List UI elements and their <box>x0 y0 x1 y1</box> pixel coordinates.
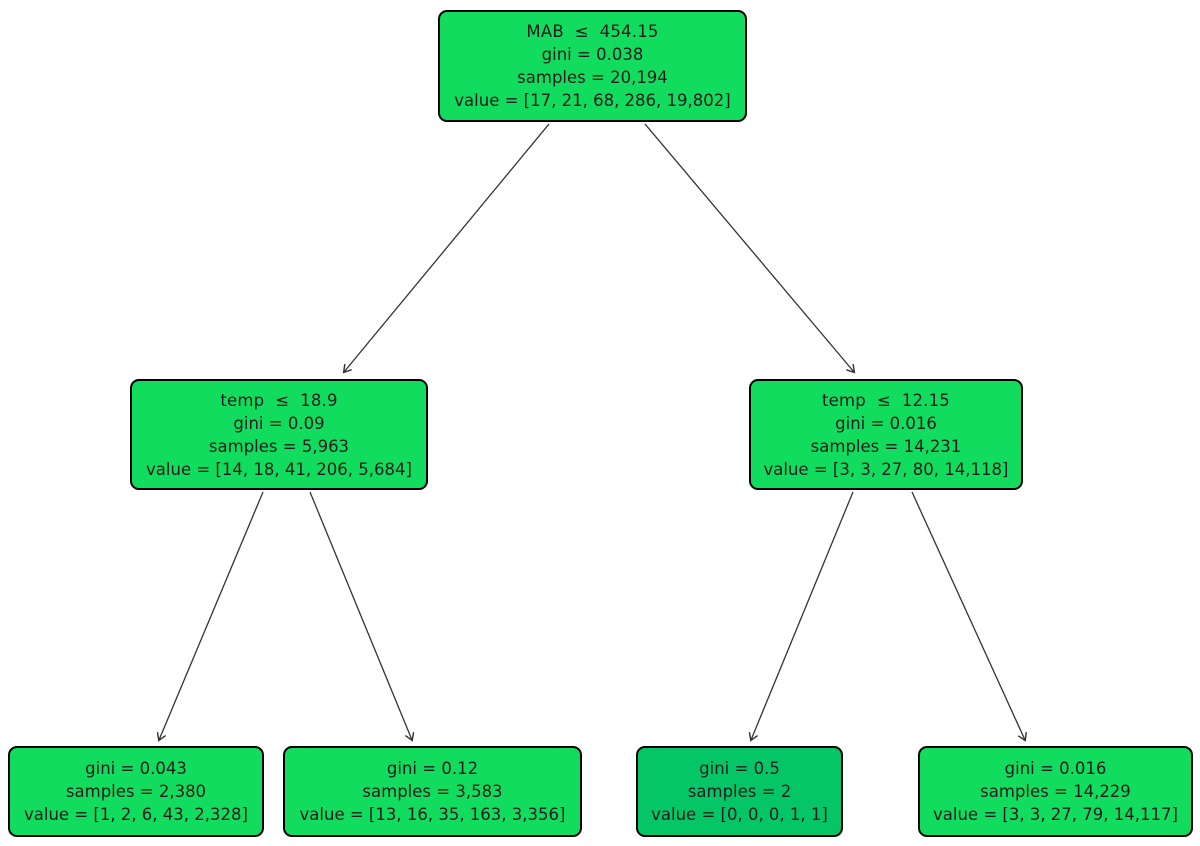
tree-node-leaf3: gini = 0.5 samples = 2 value = [0, 0, 0,… <box>636 746 843 837</box>
node-samples: samples = 14,229 <box>980 782 1131 801</box>
node-value: value = [3, 3, 27, 79, 14,117] <box>933 805 1178 824</box>
node-split-condition: temp ≤ 18.9 <box>220 390 338 410</box>
edge-left-child-to-leaf1 <box>156 491 264 742</box>
node-value: value = [0, 0, 0, 1, 1] <box>651 805 828 824</box>
node-gini: gini = 0.5 <box>699 759 780 778</box>
node-samples: samples = 5,963 <box>208 436 350 456</box>
node-gini: gini = 0.038 <box>541 45 644 64</box>
node-samples: samples = 2 <box>687 782 792 801</box>
tree-node-leaf1: gini = 0.043 samples = 2,380 value = [1,… <box>8 746 264 837</box>
node-value: value = [17, 21, 68, 286, 19,802] <box>454 91 731 110</box>
node-samples: samples = 14,231 <box>810 436 962 456</box>
node-samples: samples = 2,380 <box>65 782 207 801</box>
tree-node-left-child: temp ≤ 18.9 gini = 0.09 samples = 5,963 … <box>130 379 428 490</box>
node-gini: gini = 0.09 <box>233 413 325 433</box>
node-value: value = [3, 3, 27, 80, 14,118] <box>763 459 1009 479</box>
node-samples: samples = 20,194 <box>517 68 668 87</box>
node-split-condition: MAB ≤ 454.15 <box>526 22 659 41</box>
tree-node-right-child: temp ≤ 12.15 gini = 0.016 samples = 14,2… <box>749 379 1023 490</box>
edge-root-to-left-child <box>342 123 550 374</box>
edge-root-to-right-child <box>644 123 856 374</box>
node-split-condition: temp ≤ 12.15 <box>821 390 950 410</box>
node-gini: gini = 0.016 <box>1004 759 1107 778</box>
edge-right-child-to-leaf4 <box>911 491 1027 742</box>
node-gini: gini = 0.043 <box>85 759 187 778</box>
node-samples: samples = 3,583 <box>362 782 503 801</box>
tree-node-leaf4: gini = 0.016 samples = 14,229 value = [3… <box>918 746 1193 837</box>
edge-left-child-to-leaf2 <box>309 491 415 742</box>
tree-node-root: MAB ≤ 454.15 gini = 0.038 samples = 20,1… <box>438 10 747 122</box>
node-value: value = [13, 16, 35, 163, 3,356] <box>299 805 566 824</box>
node-gini: gini = 0.016 <box>835 413 937 433</box>
node-gini: gini = 0.12 <box>386 759 479 778</box>
node-value: value = [1, 2, 6, 43, 2,328] <box>24 805 248 824</box>
edge-right-child-to-leaf3 <box>748 491 854 742</box>
tree-node-leaf2: gini = 0.12 samples = 3,583 value = [13,… <box>283 746 582 837</box>
node-value: value = [14, 18, 41, 206, 5,684] <box>146 459 412 479</box>
